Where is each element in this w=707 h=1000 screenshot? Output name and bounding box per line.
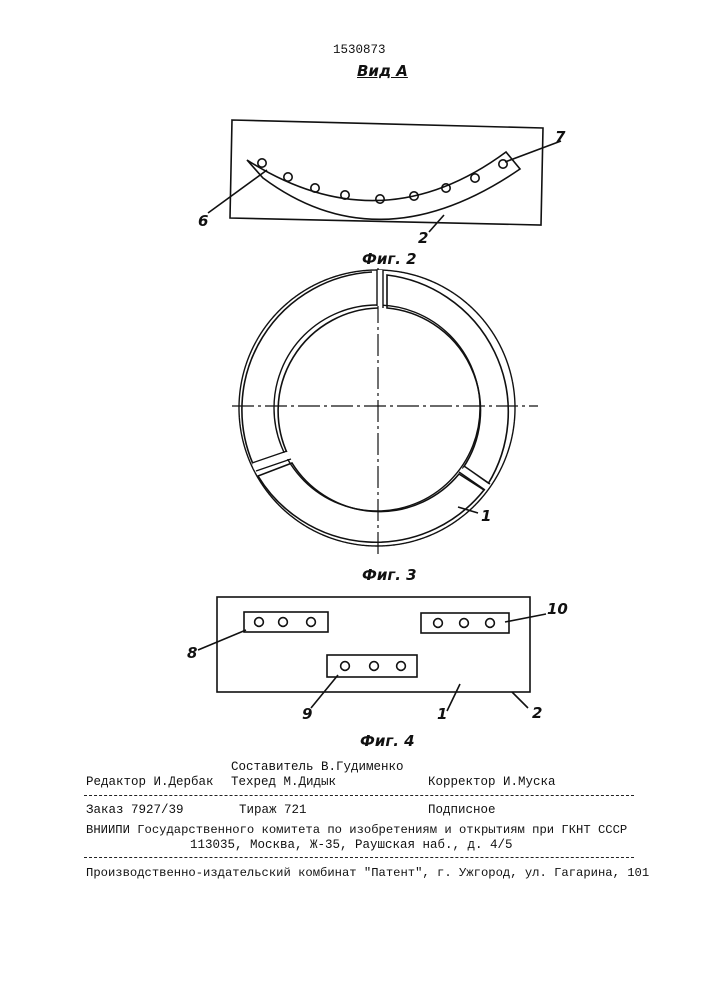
label-1-fig3: 1: [481, 507, 491, 525]
institute-line: ВНИИПИ Государственного комитета по изоб…: [86, 823, 627, 837]
proofreader: Корректор И.Муска: [428, 775, 556, 789]
circulation: Тираж 721: [239, 803, 307, 817]
fig3-caption: Фиг. 3: [362, 566, 417, 584]
order: Заказ 7927/39: [86, 803, 184, 817]
label-7: 7: [555, 128, 565, 146]
leader-1-fig4: [447, 684, 460, 711]
label-2-fig2: 2: [418, 229, 428, 247]
fig4-drawing: [198, 597, 546, 711]
fig2-curved-slot: [247, 152, 520, 219]
label-8: 8: [187, 644, 197, 662]
compiler: Составитель В.Гудименко: [231, 760, 404, 774]
divider-2: [84, 857, 634, 858]
fig2-holes: [258, 159, 507, 203]
ring-segment-bottom: [258, 463, 484, 542]
leader-7: [505, 141, 561, 162]
subscription: Подписное: [428, 803, 496, 817]
label-1-fig4: 1: [437, 705, 447, 723]
fig3-drawing: [232, 268, 538, 555]
fig2-plate: [230, 120, 543, 225]
editor: Редактор И.Дербак: [86, 775, 214, 789]
label-10: 10: [547, 600, 568, 618]
fig2-caption: Фиг. 2: [362, 250, 417, 268]
leader-6: [208, 170, 267, 213]
leader-10: [505, 614, 546, 622]
fig4-caption: Фиг. 4: [360, 732, 415, 750]
leader-8: [198, 630, 246, 650]
divider-1: [84, 795, 634, 796]
fig2-drawing: [208, 120, 561, 232]
label-2-fig4: 2: [532, 704, 542, 722]
label-9: 9: [302, 705, 312, 723]
tech-editor: Техред М.Дидык: [231, 775, 336, 789]
leader-2-fig4: [512, 692, 528, 708]
publisher-line: Производственно-издательский комбинат "П…: [86, 866, 649, 880]
label-6: 6: [198, 212, 208, 230]
address-line: 113035, Москва, Ж-35, Раушская наб., д. …: [190, 838, 513, 852]
fig4-holes: [255, 618, 495, 671]
